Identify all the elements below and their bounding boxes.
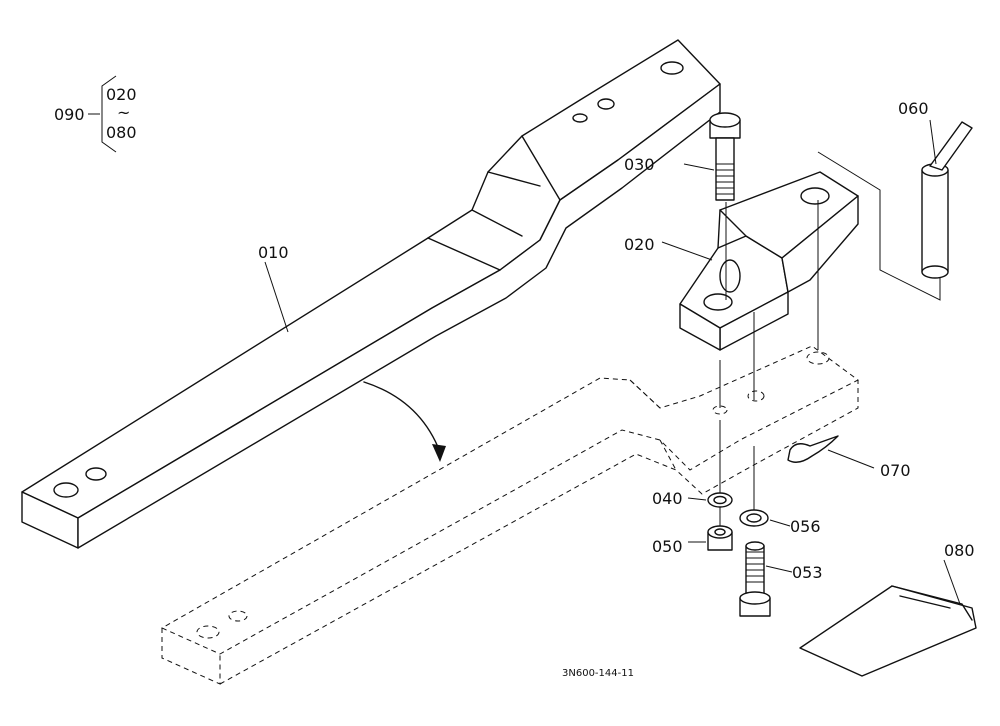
bolt-053 bbox=[739, 541, 771, 617]
kit-bracket: 090 020 ~ 080 bbox=[54, 75, 137, 153]
callout-070: 070 bbox=[880, 461, 911, 480]
hitch-block bbox=[679, 171, 859, 351]
drawbar-lower-phantom bbox=[160, 345, 859, 685]
callout-020: 020 bbox=[624, 235, 655, 254]
assembly-centerlines bbox=[719, 151, 941, 550]
callout-040: 040 bbox=[652, 489, 683, 508]
clip-070 bbox=[787, 435, 839, 463]
drawing-code: 3N600-144-11 bbox=[562, 668, 634, 679]
drawbar-upper bbox=[21, 39, 721, 549]
kit-range-to: 080 bbox=[106, 123, 137, 142]
washer-040 bbox=[707, 492, 733, 508]
rotate-arrow-icon bbox=[363, 381, 446, 462]
callout-056: 056 bbox=[790, 517, 821, 536]
callout-010: 010 bbox=[258, 243, 289, 262]
callout-053: 053 bbox=[792, 563, 823, 582]
callout-080: 080 bbox=[944, 541, 975, 560]
pin-060 bbox=[921, 121, 973, 279]
callout-060: 060 bbox=[898, 99, 929, 118]
callout-050: 050 bbox=[652, 537, 683, 556]
kit-range-tilde: ~ bbox=[117, 103, 130, 122]
washer-056 bbox=[739, 509, 769, 527]
callout-030: 030 bbox=[624, 155, 655, 174]
kit-range-from: 020 bbox=[106, 85, 137, 104]
kit-parent-label: 090 bbox=[54, 105, 85, 124]
bolt-030 bbox=[709, 112, 741, 201]
manual-080 bbox=[799, 585, 977, 677]
nut-050 bbox=[707, 525, 733, 551]
